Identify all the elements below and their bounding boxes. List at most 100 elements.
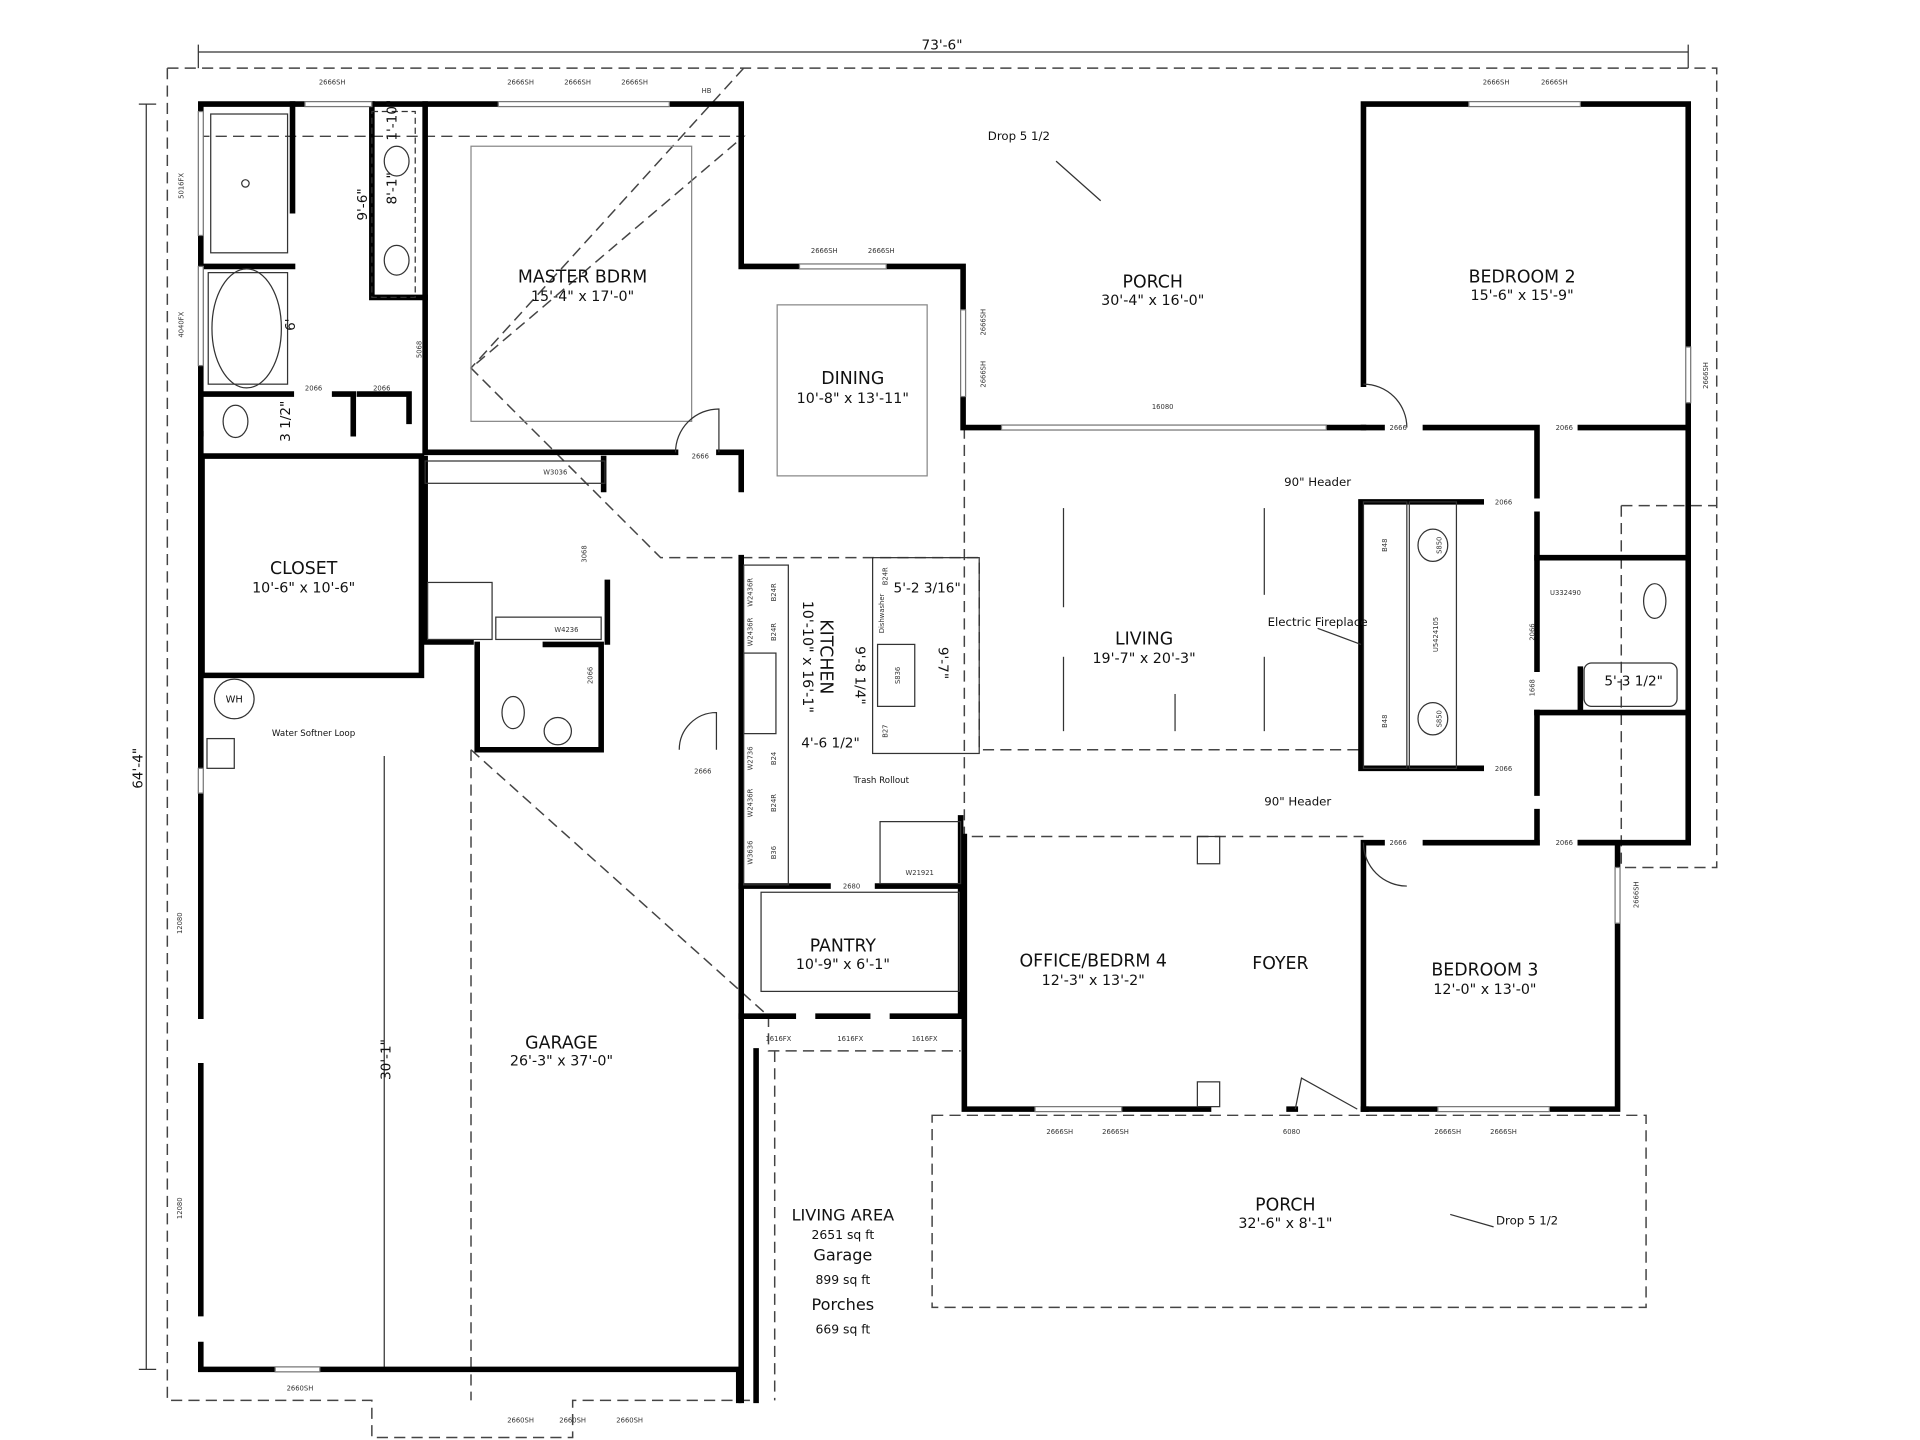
window-label: 2666SH: [507, 78, 534, 86]
window-label: 1616FX: [765, 1035, 791, 1043]
dim-island-width: 5'-2 3/16": [894, 580, 961, 596]
window-label: 2666SH: [1633, 881, 1641, 908]
window-label: 16080: [1152, 403, 1174, 411]
dim-tub: 6': [283, 318, 299, 330]
window-label: 2666SH: [319, 78, 346, 86]
cabinet-label: B24R: [770, 583, 778, 601]
room-closet-size: 10'-6" x 10'-6": [252, 580, 355, 596]
cabinet-label: B48: [1381, 715, 1389, 728]
cabinet-label: W2436R: [746, 788, 754, 817]
room-office-size: 12'-3" x 13'-2": [1042, 973, 1145, 989]
room-office: OFFICE/BEDRM 4: [1020, 952, 1167, 972]
cabinet-label: W2436R: [746, 617, 754, 646]
cabinet-label: B36: [770, 846, 778, 859]
summary-porches-value: 669 sq ft: [815, 1321, 870, 1336]
window-label: 2660SH: [507, 1417, 534, 1425]
room-dining: DINING: [821, 369, 884, 389]
window-label: 12080: [176, 912, 184, 934]
note-header-lower: 90" Header: [1264, 795, 1331, 809]
room-bedroom-2-size: 15'-6" x 15'-9": [1471, 288, 1574, 304]
window-label: 2666SH: [1046, 1128, 1073, 1136]
window-label: 1616FX: [837, 1035, 863, 1043]
window-label: 4040FX: [177, 311, 185, 337]
window-label: 2666SH: [1541, 78, 1568, 86]
room-porch-rear: PORCH: [1123, 273, 1183, 293]
room-kitchen: KITCHEN: [816, 619, 836, 694]
window-label: 2666SH: [1702, 362, 1710, 389]
garage-depth-dimension: 30'-1": [378, 1039, 394, 1080]
cabinet-label: S836: [894, 667, 902, 684]
cabinet-label: W2736: [746, 746, 754, 770]
room-master-bdrm-size: 15'-4" x 17'-0": [531, 289, 634, 305]
fixtures: [206, 110, 1678, 1110]
window-label: 2666SH: [868, 247, 895, 255]
door-label: 2666: [1390, 424, 1407, 432]
note-trash-rollout: Trash Rollout: [853, 776, 910, 786]
summary-living-value: 2651 sq ft: [812, 1227, 875, 1242]
door-label: 2066: [1556, 424, 1573, 432]
window-label: 2666SH: [1490, 1128, 1517, 1136]
window-label: 12080: [176, 1197, 184, 1219]
cabinet-label: B27: [881, 724, 889, 737]
window-label: 2666SH: [811, 247, 838, 255]
room-bedroom-2: BEDROOM 2: [1469, 268, 1576, 288]
note-hose-bib: HB: [702, 87, 712, 95]
cabinet-label: U5424105: [1432, 617, 1440, 652]
door-label: 2666: [694, 767, 711, 775]
dim-vanity-total: 9'-6": [355, 188, 371, 220]
door-label: 6080: [1283, 1128, 1300, 1136]
note-dishwasher: Dishwasher: [878, 593, 886, 633]
door-label: 2066: [1556, 839, 1573, 847]
summary-garage-value: 899 sq ft: [815, 1272, 870, 1287]
windows: [197, 100, 1692, 1373]
summary-living-label: LIVING AREA: [792, 1206, 895, 1225]
cabinet-label: B48: [1381, 539, 1389, 552]
room-living-size: 19'-7" x 20'-3": [1092, 651, 1195, 667]
door-label: 3068: [580, 545, 588, 562]
door-label: 2066: [305, 384, 322, 392]
summary-porches-label: Porches: [812, 1295, 875, 1314]
door-label: 2666: [1390, 839, 1407, 847]
window-label: 2666SH: [1483, 78, 1510, 86]
window-label: 2666SH: [564, 78, 591, 86]
room-porch-front-size: 32'-6" x 8'-1": [1238, 1216, 1332, 1232]
cabinet-label: W4236: [554, 626, 578, 634]
dim-toilet: 3 1/2": [278, 401, 294, 442]
dim-kitchen-aisle: 4'-6 1/2": [801, 735, 860, 751]
cabinet-label: W3036: [543, 469, 567, 477]
room-foyer: FOYER: [1252, 954, 1308, 974]
room-porch-front: PORCH: [1255, 1196, 1315, 1216]
window-label: 5016FX: [177, 173, 185, 199]
window-label: 1616FX: [912, 1035, 938, 1043]
room-garage: GARAGE: [525, 1033, 598, 1053]
summary-garage-label: Garage: [813, 1245, 872, 1264]
note-fireplace: Electric Fireplace: [1268, 615, 1368, 629]
door-label: 2666: [692, 453, 709, 461]
note-drop-rear: Drop 5 1/2: [988, 129, 1050, 143]
window-label: 2660SH: [559, 1417, 586, 1425]
arrows: [1055, 160, 1494, 1228]
dim-island-length-2: 9'-7": [934, 647, 950, 679]
note-header-upper: 90" Header: [1284, 475, 1351, 489]
overall-width-dimension: 73'-6": [922, 38, 963, 54]
room-dining-size: 10'-8" x 13'-11": [797, 391, 909, 407]
door-label: 2066: [1495, 498, 1512, 506]
note-water-heater: WH: [226, 695, 243, 706]
room-porch-rear-size: 30'-4" x 16'-0": [1101, 293, 1204, 309]
note-drop-front: Drop 5 1/2: [1496, 1213, 1558, 1227]
cabinet-label: B24R: [881, 567, 889, 585]
room-living: LIVING: [1115, 629, 1173, 649]
window-label: 2660SH: [287, 1384, 314, 1392]
room-kitchen-size: 10'-10" x 16'-1": [799, 601, 815, 713]
cabinet-label: S850: [1436, 710, 1444, 727]
door-label: 2066: [1495, 765, 1512, 773]
door-label: 1668: [1529, 679, 1537, 696]
cabinet-label: W2436R: [746, 578, 754, 607]
door-label: 2066: [373, 384, 390, 392]
room-garage-size: 26'-3" x 37'-0": [510, 1054, 613, 1070]
window-label: 2666SH: [1102, 1128, 1129, 1136]
dim-island-length: 9'-8 1/4": [851, 646, 867, 705]
door-label: 2066: [586, 667, 594, 684]
window-label: 2666SH: [979, 309, 987, 336]
